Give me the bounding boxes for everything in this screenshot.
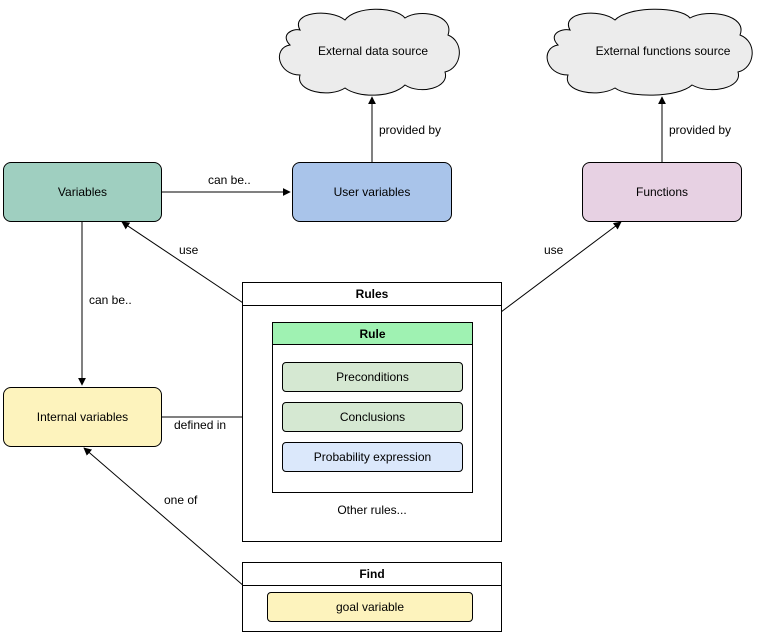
conclusions-label: Conclusions [339,410,406,424]
goal-variable-item[interactable]: goal variable [267,592,473,622]
goal-variable-label: goal variable [335,600,405,614]
rule-title: Rule [273,323,472,345]
edge-label-one-of: one of [164,493,198,507]
edge-label-use-variables: use [179,243,199,257]
internal-variables-label: Internal variables [36,410,129,424]
other-rules-label: Other rules... [337,503,407,517]
edge-label-use-functions: use [544,243,564,257]
preconditions-item[interactable]: Preconditions [282,362,463,392]
probability-expression-label: Probability expression [313,450,432,464]
cloud-external-data-shape [279,8,460,96]
edge-label-can-be-internal: can be.. [89,293,132,307]
external-data-source-label: External data source [317,44,429,58]
find-title: Find [243,563,501,586]
external-functions-source-label: External functions source [595,44,731,58]
user-variables-node[interactable]: User variables [292,162,452,222]
variables-label: Variables [57,185,108,199]
conclusions-item[interactable]: Conclusions [282,402,463,432]
functions-node[interactable]: Functions [582,162,742,222]
edge-label-provided-by-functions: provided by [669,123,732,137]
edge-goal-to-internal-variables [83,447,268,607]
edge-label-can-be-user: can be.. [208,173,251,187]
preconditions-label: Preconditions [336,370,409,384]
probability-expression-item[interactable]: Probability expression [282,442,463,472]
internal-variables-node[interactable]: Internal variables [3,387,162,447]
cloud-external-functions-shape [546,8,753,96]
variables-node[interactable]: Variables [3,162,162,222]
edge-label-provided-by-data: provided by [379,123,442,137]
edge-label-defined-in: defined in [174,418,227,432]
user-variables-label: User variables [333,185,411,199]
functions-label: Functions [635,185,689,199]
rules-title: Rules [243,283,501,306]
